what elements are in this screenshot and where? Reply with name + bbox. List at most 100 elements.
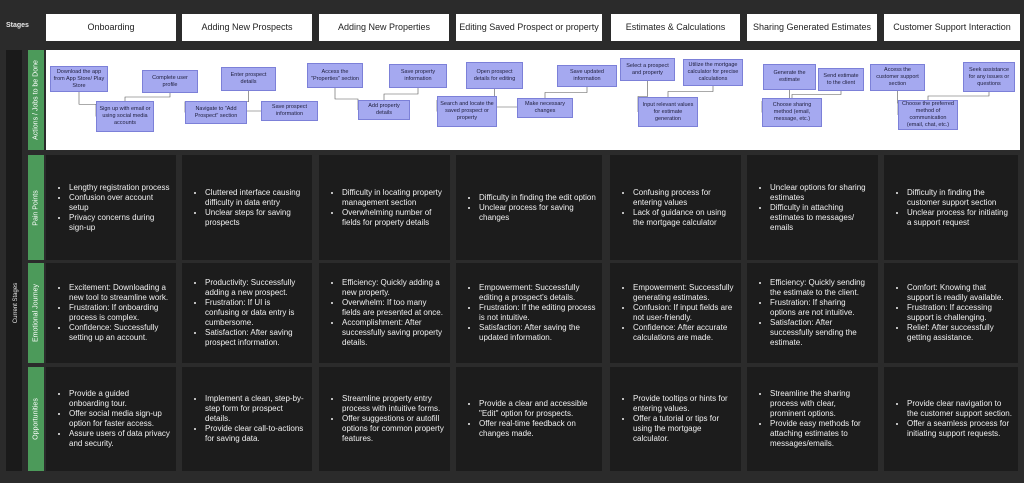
card-bullet-list: Efficiency: Quickly sending the estimate… xyxy=(761,278,872,348)
card-bullet-list: Difficulty in locating property manageme… xyxy=(333,188,444,228)
action-connector xyxy=(791,91,842,98)
card-bullet: Confidence: After accurate calculations … xyxy=(633,323,735,343)
card-bullet-list: Empowerment: Successfully editing a pros… xyxy=(470,283,596,343)
action-sticky-note: Make necessary changes xyxy=(517,98,573,118)
stage-header: Editing Saved Prospect or property xyxy=(456,14,602,41)
card-bullet: Efficiency: Quickly adding a new propert… xyxy=(342,278,444,298)
card-bullet: Difficulty in locating property manageme… xyxy=(342,188,444,208)
action-connector xyxy=(927,92,990,100)
card-bullet: Unclear process for initiating a support… xyxy=(907,208,1012,228)
pain-points-card: Unclear options for sharing estimatesDif… xyxy=(747,155,878,260)
opportunities-card: Streamline property entry process with i… xyxy=(319,367,450,471)
card-bullet: Empowerment: Successfully editing a pros… xyxy=(479,283,596,303)
card-bullet: Offer a seamless process for initiating … xyxy=(907,419,1012,439)
stage-header: Customer Support Interaction xyxy=(884,14,1020,41)
action-sticky-note: Utilize the mortgage calculator for prec… xyxy=(683,59,743,86)
card-bullet: Frustration: If UI is confusing or data … xyxy=(205,298,306,328)
action-sticky-note: Save updated information xyxy=(557,65,617,87)
card-bullet-list: Excitement: Downloading a new tool to st… xyxy=(60,283,170,343)
pain-points-card: Cluttered interface causing difficulty i… xyxy=(182,155,312,260)
action-sticky-note: Open prospect details for editing xyxy=(466,62,523,89)
action-sticky-note: Access the "Properties" section xyxy=(307,63,363,88)
action-sticky-note: Enter prospect details xyxy=(221,67,276,91)
pain-points-card: Lengthy registration processConfusion ov… xyxy=(46,155,176,260)
opportunities-card: Implement a clean, step-by-step form for… xyxy=(182,367,312,471)
card-bullet: Offer social media sign-up option for fa… xyxy=(69,409,170,429)
action-sticky-note: Download the app from App Store/ Play St… xyxy=(50,66,108,92)
stage-header: Estimates & Calculations xyxy=(611,14,740,41)
card-bullet: Empowerment: Successfully generating est… xyxy=(633,283,735,303)
current-stages-column: Current Stages xyxy=(6,50,22,471)
card-bullet: Accomplishment: After successfully savin… xyxy=(342,318,444,348)
action-sticky-note: Send estimate to the client xyxy=(818,68,864,91)
opportunities-card: Provide clear navigation to the customer… xyxy=(884,367,1018,471)
card-bullet: Overwhelming number of fields for proper… xyxy=(342,208,444,228)
opportunities-card: Provide tooltips or hints for entering v… xyxy=(610,367,741,471)
card-bullet: Frustration: If the editing process is n… xyxy=(479,303,596,323)
card-bullet: Satisfaction: After successfully sending… xyxy=(770,318,872,348)
emotional-journey-card: Efficiency: Quickly sending the estimate… xyxy=(747,263,878,363)
opportunities-card: Streamline the sharing process with clea… xyxy=(747,367,878,471)
action-connector xyxy=(124,93,171,101)
action-connector xyxy=(667,86,714,97)
card-bullet-list: Difficulty in finding the customer suppo… xyxy=(898,188,1012,228)
card-bullet-list: Unclear options for sharing estimatesDif… xyxy=(761,183,872,233)
card-bullet: Confusion: If input fields are not user-… xyxy=(633,303,735,323)
card-bullet: Unclear steps for saving prospects xyxy=(205,208,306,228)
card-bullet: Confusing process for entering values xyxy=(633,188,735,208)
action-sticky-note: Navigate to "Add Prospect" section xyxy=(185,101,247,124)
action-sticky-note: Access the customer support section xyxy=(870,64,925,91)
card-bullet: Provide a clear and accessible "Edit" op… xyxy=(479,399,596,419)
card-bullet-list: Productivity: Successfully adding a new … xyxy=(196,278,306,348)
action-sticky-note: Save prospect information xyxy=(261,101,318,121)
card-bullet: Satisfaction: After saving the updated i… xyxy=(479,323,596,343)
card-bullet: Difficulty in finding the edit option xyxy=(479,193,596,203)
card-bullet-list: Efficiency: Quickly adding a new propert… xyxy=(333,278,444,348)
stage-header: Sharing Generated Estimates xyxy=(747,14,877,41)
card-bullet-list: Cluttered interface causing difficulty i… xyxy=(196,188,306,228)
action-sticky-note: Add property details xyxy=(358,100,410,120)
emotional-journey-card: Empowerment: Successfully generating est… xyxy=(610,263,741,363)
action-sticky-note: Select a prospect and property xyxy=(620,58,675,81)
card-bullet: Assure users of data privacy and securit… xyxy=(69,429,170,449)
card-bullet: Implement a clean, step-by-step form for… xyxy=(205,394,306,424)
action-connector xyxy=(78,92,97,117)
card-bullet: Unclear options for sharing estimates xyxy=(770,183,872,203)
row-label-actions: Actions / Jobs to be Done xyxy=(28,50,44,150)
card-bullet: Confusion over account setup xyxy=(69,193,170,213)
card-bullet: Productivity: Successfully adding a new … xyxy=(205,278,306,298)
card-bullet: Satisfaction: After saving prospect info… xyxy=(205,328,306,348)
emotional-journey-card: Efficiency: Quickly adding a new propert… xyxy=(319,263,450,363)
card-bullet-list: Provide a clear and accessible "Edit" op… xyxy=(470,399,596,439)
card-bullet: Efficiency: Quickly sending the estimate… xyxy=(770,278,872,298)
action-connector xyxy=(383,88,419,100)
row-label-emotional-journey: Emotional Journey xyxy=(28,263,44,363)
card-bullet-list: Streamline the sharing process with clea… xyxy=(761,389,872,449)
opportunities-card: Provide a guided onboarding tour.Offer s… xyxy=(46,367,176,471)
card-bullet: Difficulty in finding the customer suppo… xyxy=(907,188,1012,208)
action-sticky-note: Sign up with email or using social media… xyxy=(96,101,154,132)
emotional-journey-card: Excitement: Downloading a new tool to st… xyxy=(46,263,176,363)
action-connector xyxy=(544,87,588,98)
card-bullet: Provide clear navigation to the customer… xyxy=(907,399,1012,419)
action-sticky-note: Choose the preferred method of communica… xyxy=(898,100,958,130)
pain-points-card: Confusing process for entering valuesLac… xyxy=(610,155,741,260)
card-bullet: Offer real-time feedback on changes made… xyxy=(479,419,596,439)
card-bullet: Privacy concerns during sign-up xyxy=(69,213,170,233)
emotional-journey-card: Productivity: Successfully adding a new … xyxy=(182,263,312,363)
card-bullet: Comfort: Knowing that support is readily… xyxy=(907,283,1012,303)
card-bullet-list: Streamline property entry process with i… xyxy=(333,394,444,444)
card-bullet-list: Confusing process for entering valuesLac… xyxy=(624,188,735,228)
action-sticky-note: Generate the estimate xyxy=(763,64,816,90)
card-bullet: Provide tooltips or hints for entering v… xyxy=(633,394,735,414)
emotional-journey-card: Empowerment: Successfully editing a pros… xyxy=(456,263,602,363)
action-connector xyxy=(334,88,359,110)
card-bullet: Lengthy registration process xyxy=(69,183,170,193)
action-sticky-note: Save property information xyxy=(389,64,447,88)
card-bullet: Provide easy methods for attaching estim… xyxy=(770,419,872,449)
pain-points-card: Difficulty in finding the edit optionUnc… xyxy=(456,155,602,260)
card-bullet-list: Lengthy registration processConfusion ov… xyxy=(60,183,170,233)
card-bullet-list: Difficulty in finding the edit optionUnc… xyxy=(470,193,596,223)
card-bullet: Excitement: Downloading a new tool to st… xyxy=(69,283,170,303)
card-bullet-list: Provide tooltips or hints for entering v… xyxy=(624,394,735,444)
